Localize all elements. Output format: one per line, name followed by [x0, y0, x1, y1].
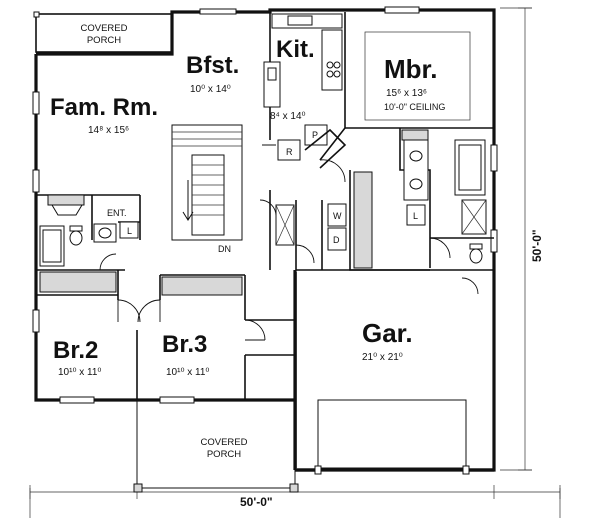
br2-dims: 10¹⁰ x 11⁰ — [58, 367, 101, 378]
door-swings — [99, 144, 479, 341]
master-bath-fixtures — [403, 139, 487, 264]
stair-down-label: DN — [218, 244, 231, 254]
exterior-walls — [34, 8, 496, 472]
hall-bath-fixtures — [39, 194, 139, 267]
mbr-name: Mbr. — [384, 54, 437, 84]
front-covered-porch — [133, 400, 299, 493]
fam-rm-dims: 14⁸ x 15⁶ — [88, 125, 129, 136]
dryer-label: D — [333, 235, 340, 245]
front-porch-label-line1: COVERED — [201, 437, 248, 448]
overall-depth-label: 50'-0" — [530, 229, 544, 262]
rear-porch-label-line1: COVERED — [81, 23, 128, 34]
bfst-name: Bfst. — [186, 52, 239, 79]
kit-dims: 8⁴ x 14⁰ — [270, 111, 306, 122]
laundry-fixtures — [275, 203, 347, 251]
kitchen-fixtures — [263, 13, 347, 169]
overall-width-label: 50'-0" — [240, 495, 273, 509]
mbr-ceiling-note: 10'-0" CEILING — [384, 102, 445, 112]
br3-name: Br.3 — [162, 331, 207, 358]
windows — [32, 6, 498, 404]
bfst-dims: 10⁰ x 14⁰ — [190, 84, 231, 95]
gar-name: Gar. — [362, 318, 413, 348]
gar-dims: 21⁰ x 21⁰ — [362, 352, 403, 363]
garage — [295, 272, 494, 475]
br3-dims: 10¹⁰ x 11⁰ — [166, 367, 209, 378]
interior-walls — [36, 12, 494, 400]
refrigerator-label: R — [286, 147, 293, 157]
mbr-ceiling-outline — [364, 31, 471, 121]
kit-name: Kit. — [276, 36, 315, 63]
closets — [39, 129, 429, 296]
fam-rm-name: Fam. Rm. — [50, 94, 158, 121]
front-porch-label-line2: PORCH — [207, 449, 241, 460]
linen-closet-label-1: L — [413, 211, 418, 221]
pantry-label: P — [312, 130, 318, 140]
linen-closet-label-2: L — [127, 226, 132, 236]
rear-porch-label-line2: PORCH — [87, 35, 121, 46]
stairs — [171, 124, 243, 241]
entry-label: ENT. — [107, 208, 127, 218]
mbr-dims: 15⁶ x 13⁶ — [386, 88, 427, 99]
br2-name: Br.2 — [53, 337, 98, 364]
washer-label: W — [333, 211, 342, 221]
